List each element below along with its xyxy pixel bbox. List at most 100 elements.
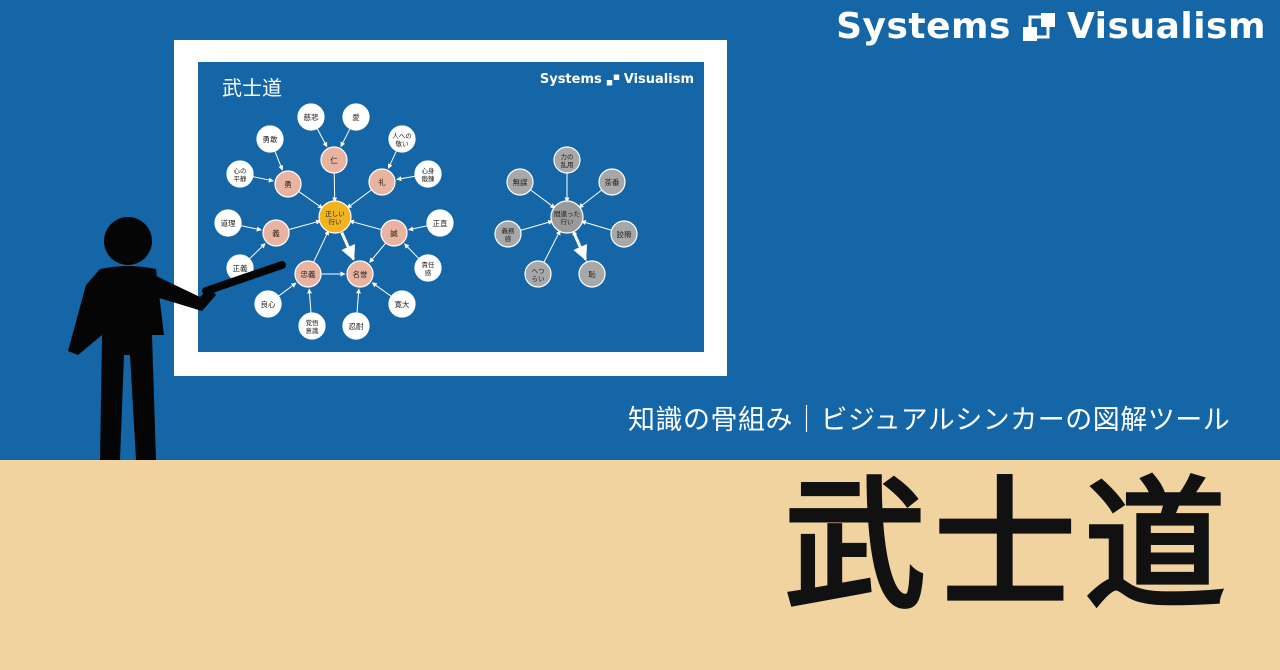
- edge-shinshin-rei: [396, 175, 416, 182]
- node-gi: 義: [262, 219, 290, 247]
- node-rei: 礼: [368, 168, 396, 196]
- edge-hetsurai-wrong: [543, 229, 561, 263]
- svg-text:間違った: 間違った: [554, 209, 580, 218]
- node-douri: 道理: [214, 209, 242, 237]
- svg-text:敬い: 敬い: [396, 139, 409, 148]
- svg-text:仁: 仁: [330, 155, 338, 165]
- node-jihi: 慈悲: [297, 103, 325, 131]
- edge-shoujiki-makoto: [408, 225, 428, 232]
- svg-text:愛: 愛: [352, 112, 360, 122]
- subtitle: 知識の骨組み｜ビジュアルシンカーの図解ツール: [628, 405, 1231, 436]
- svg-text:名誉: 名誉: [353, 269, 368, 279]
- edge-bold-wrong-haji: [572, 231, 588, 261]
- systems-visualism-logo-icon: [1022, 12, 1055, 41]
- svg-text:感: 感: [425, 268, 432, 277]
- edge-muhou-wrong: [530, 189, 556, 209]
- svg-text:行い: 行い: [329, 217, 342, 226]
- node-sekinin: 責任感: [414, 254, 442, 282]
- node-sanban: 茶番: [598, 168, 626, 196]
- edge-kakugo-chugi: [307, 288, 312, 314]
- svg-text:茶番: 茶番: [605, 177, 620, 187]
- svg-text:へつ: へつ: [532, 267, 545, 275]
- edge-yu-center: [298, 191, 324, 209]
- edge-yuukan-yu: [274, 150, 284, 171]
- svg-text:力の: 力の: [561, 152, 574, 161]
- svg-text:礼: 礼: [378, 177, 386, 187]
- slide-brand-logo-icon: [606, 74, 619, 85]
- edge-sekinin-makoto: [404, 243, 420, 260]
- svg-text:正しい: 正しい: [325, 210, 345, 218]
- svg-text:忠義: 忠義: [301, 269, 316, 279]
- node-haji: 恥: [578, 260, 606, 288]
- edge-rei-center: [346, 189, 372, 209]
- svg-text:寛大: 寛大: [395, 299, 410, 309]
- svg-text:狡猾: 狡猾: [617, 229, 632, 239]
- slide-title: 武士道: [222, 76, 282, 100]
- node-ryoushin: 良心: [254, 290, 282, 318]
- svg-text:勇: 勇: [284, 180, 292, 189]
- svg-text:正義: 正義: [233, 263, 248, 273]
- edge-hito-rei: [387, 150, 397, 169]
- node-nintai: 忍耐: [342, 312, 370, 340]
- svg-text:人への: 人への: [392, 132, 412, 140]
- svg-text:乱用: 乱用: [561, 160, 574, 169]
- edge-ai-jin: [340, 128, 351, 148]
- footer-panel: [0, 460, 1280, 670]
- svg-text:平静: 平静: [234, 174, 248, 183]
- edge-kandai-meiyo: [371, 282, 392, 297]
- edge-nintai-meiyo: [356, 288, 361, 314]
- node-shoujiki: 正直: [426, 209, 454, 237]
- svg-text:責任: 責任: [422, 260, 436, 269]
- edge-bold-center-meiyo: [340, 231, 356, 261]
- svg-text:誠: 誠: [390, 228, 398, 238]
- svg-text:道理: 道理: [221, 218, 236, 228]
- node-muhou: 無謀: [506, 168, 534, 196]
- svg-text:意識: 意識: [306, 326, 320, 335]
- presenter-figure: [68, 217, 286, 460]
- svg-text:らい: らい: [532, 275, 545, 283]
- svg-text:心の: 心の: [234, 167, 247, 175]
- edge-jin-center: [332, 172, 338, 203]
- slide-brand: Systems Visualism: [540, 72, 694, 87]
- edge-makoto-meiyo: [369, 242, 387, 263]
- svg-text:感: 感: [505, 234, 512, 243]
- svg-text:勇敢: 勇敢: [263, 134, 278, 144]
- edge-gi-center: [288, 219, 322, 231]
- edge-jihi-jin: [316, 128, 328, 148]
- node-kandai: 寛大: [388, 290, 416, 318]
- slide-brand-right: Visualism: [623, 72, 694, 87]
- slide-screen: 正しい行い 仁礼 勇義 誠忠義 名誉 慈悲 愛人への敬い 勇敢心の平静 心身鍛錬道理 正直正義 責任…: [198, 62, 704, 352]
- svg-text:義: 義: [272, 228, 280, 238]
- edge-sanban-wrong: [578, 189, 603, 209]
- edge-chugi-center: [313, 230, 330, 263]
- svg-text:忍耐: 忍耐: [349, 321, 364, 331]
- edge-seigi-gi: [248, 243, 266, 260]
- svg-text:正直: 正直: [433, 218, 448, 228]
- edge-douri-gi: [240, 225, 262, 232]
- svg-text:慈悲: 慈悲: [304, 112, 319, 122]
- main-title: 武士道: [784, 464, 1234, 629]
- node-hikyou: 狡猾: [610, 220, 638, 248]
- node-yuukan: 勇敢: [256, 125, 284, 153]
- node-yu: 勇: [274, 170, 302, 198]
- node-makoto: 誠: [380, 219, 408, 247]
- svg-text:恥: 恥: [588, 270, 596, 279]
- edge-gimu-wrong: [520, 219, 554, 231]
- edge-ryoushin-chugi: [278, 282, 297, 297]
- node-gimu: 義務感: [494, 220, 522, 248]
- node-chugi: 忠義: [294, 260, 322, 288]
- brand-name-left: Systems: [836, 6, 1011, 47]
- brand-logo: Systems Visualism: [836, 6, 1266, 47]
- slide-brand-left: Systems: [539, 72, 602, 87]
- brand-name-right: Visualism: [1066, 6, 1266, 47]
- svg-text:良心: 良心: [261, 299, 276, 309]
